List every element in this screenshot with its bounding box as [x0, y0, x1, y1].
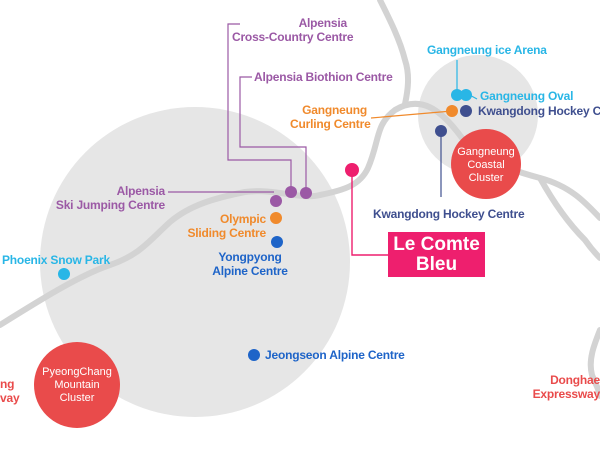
- alpensia-cc-dot[interactable]: [285, 186, 297, 198]
- hotel-leader: [351, 170, 388, 256]
- phoenix-dot[interactable]: [58, 268, 70, 280]
- gangneung-oval-label[interactable]: Gangneung Oval: [480, 89, 574, 103]
- gangneung-ice-arena-label[interactable]: Gangneung ice Arena: [427, 43, 547, 57]
- gangneung-curling-label[interactable]: Gangneung Curling Centre: [290, 103, 371, 131]
- yongpyong-label[interactable]: Yongpyong Alpine Centre: [212, 250, 288, 278]
- north-road: [377, 0, 411, 107]
- sliding-centre-dot[interactable]: [270, 212, 282, 224]
- alpensia-biathlon-label[interactable]: Alpensia Biothion Centre: [254, 70, 393, 84]
- oval-dot[interactable]: [460, 89, 472, 101]
- pyeongchang-region: [40, 107, 350, 417]
- olympic-sliding-label[interactable]: Olympic Sliding Centre: [187, 212, 266, 240]
- kwangdong-hockey-label[interactable]: Kwangdong Hockey Centre: [373, 207, 525, 221]
- donghae-road: [587, 327, 600, 399]
- pyeongchang-cluster-label: PyeongChang Mountain Cluster: [42, 366, 112, 404]
- gangneung-cluster-label: Gangneung Coastal Cluster: [457, 146, 515, 184]
- jeongseon-label[interactable]: Jeongseon Alpine Centre: [265, 348, 405, 362]
- kwangdong-hockey-dot[interactable]: [435, 125, 447, 137]
- alpensia-biathlon-dot[interactable]: [300, 187, 312, 199]
- pyeongchang-cluster-marker: [34, 342, 120, 428]
- phoenix-label[interactable]: Phoenix Snow Park: [2, 253, 110, 267]
- hotel-dot[interactable]: [345, 163, 359, 177]
- alpensia-cc-label[interactable]: Alpensia Cross-Country Centre: [232, 16, 354, 44]
- ice-arena-dot[interactable]: [451, 89, 463, 101]
- gangneung-cluster-marker: [451, 129, 521, 199]
- ski-jumping-label[interactable]: Alpensia Ski Jumping Centre: [55, 184, 165, 212]
- alpensia-cc-leader: [227, 23, 292, 190]
- hotel-le-comte-bleu[interactable]: Le Comte Bleu: [388, 232, 485, 277]
- alpensia-biathlon-leader: [239, 76, 307, 192]
- coastal-road: [537, 175, 600, 261]
- ski-jumping-dot[interactable]: [270, 195, 282, 207]
- kwangdong-hockey-top-dot[interactable]: [460, 105, 472, 117]
- kwangdong-hockey-top-label[interactable]: Kwangdong Hockey C: [478, 104, 600, 118]
- curling-leader: [370, 110, 453, 119]
- jeongseon-dot[interactable]: [248, 349, 260, 361]
- donghae-expressway-label: Donghae Expressway: [532, 373, 600, 401]
- expressway-left-label: ng vay: [0, 377, 20, 405]
- curling-dot[interactable]: [446, 105, 458, 117]
- yongpyong-dot[interactable]: [271, 236, 283, 248]
